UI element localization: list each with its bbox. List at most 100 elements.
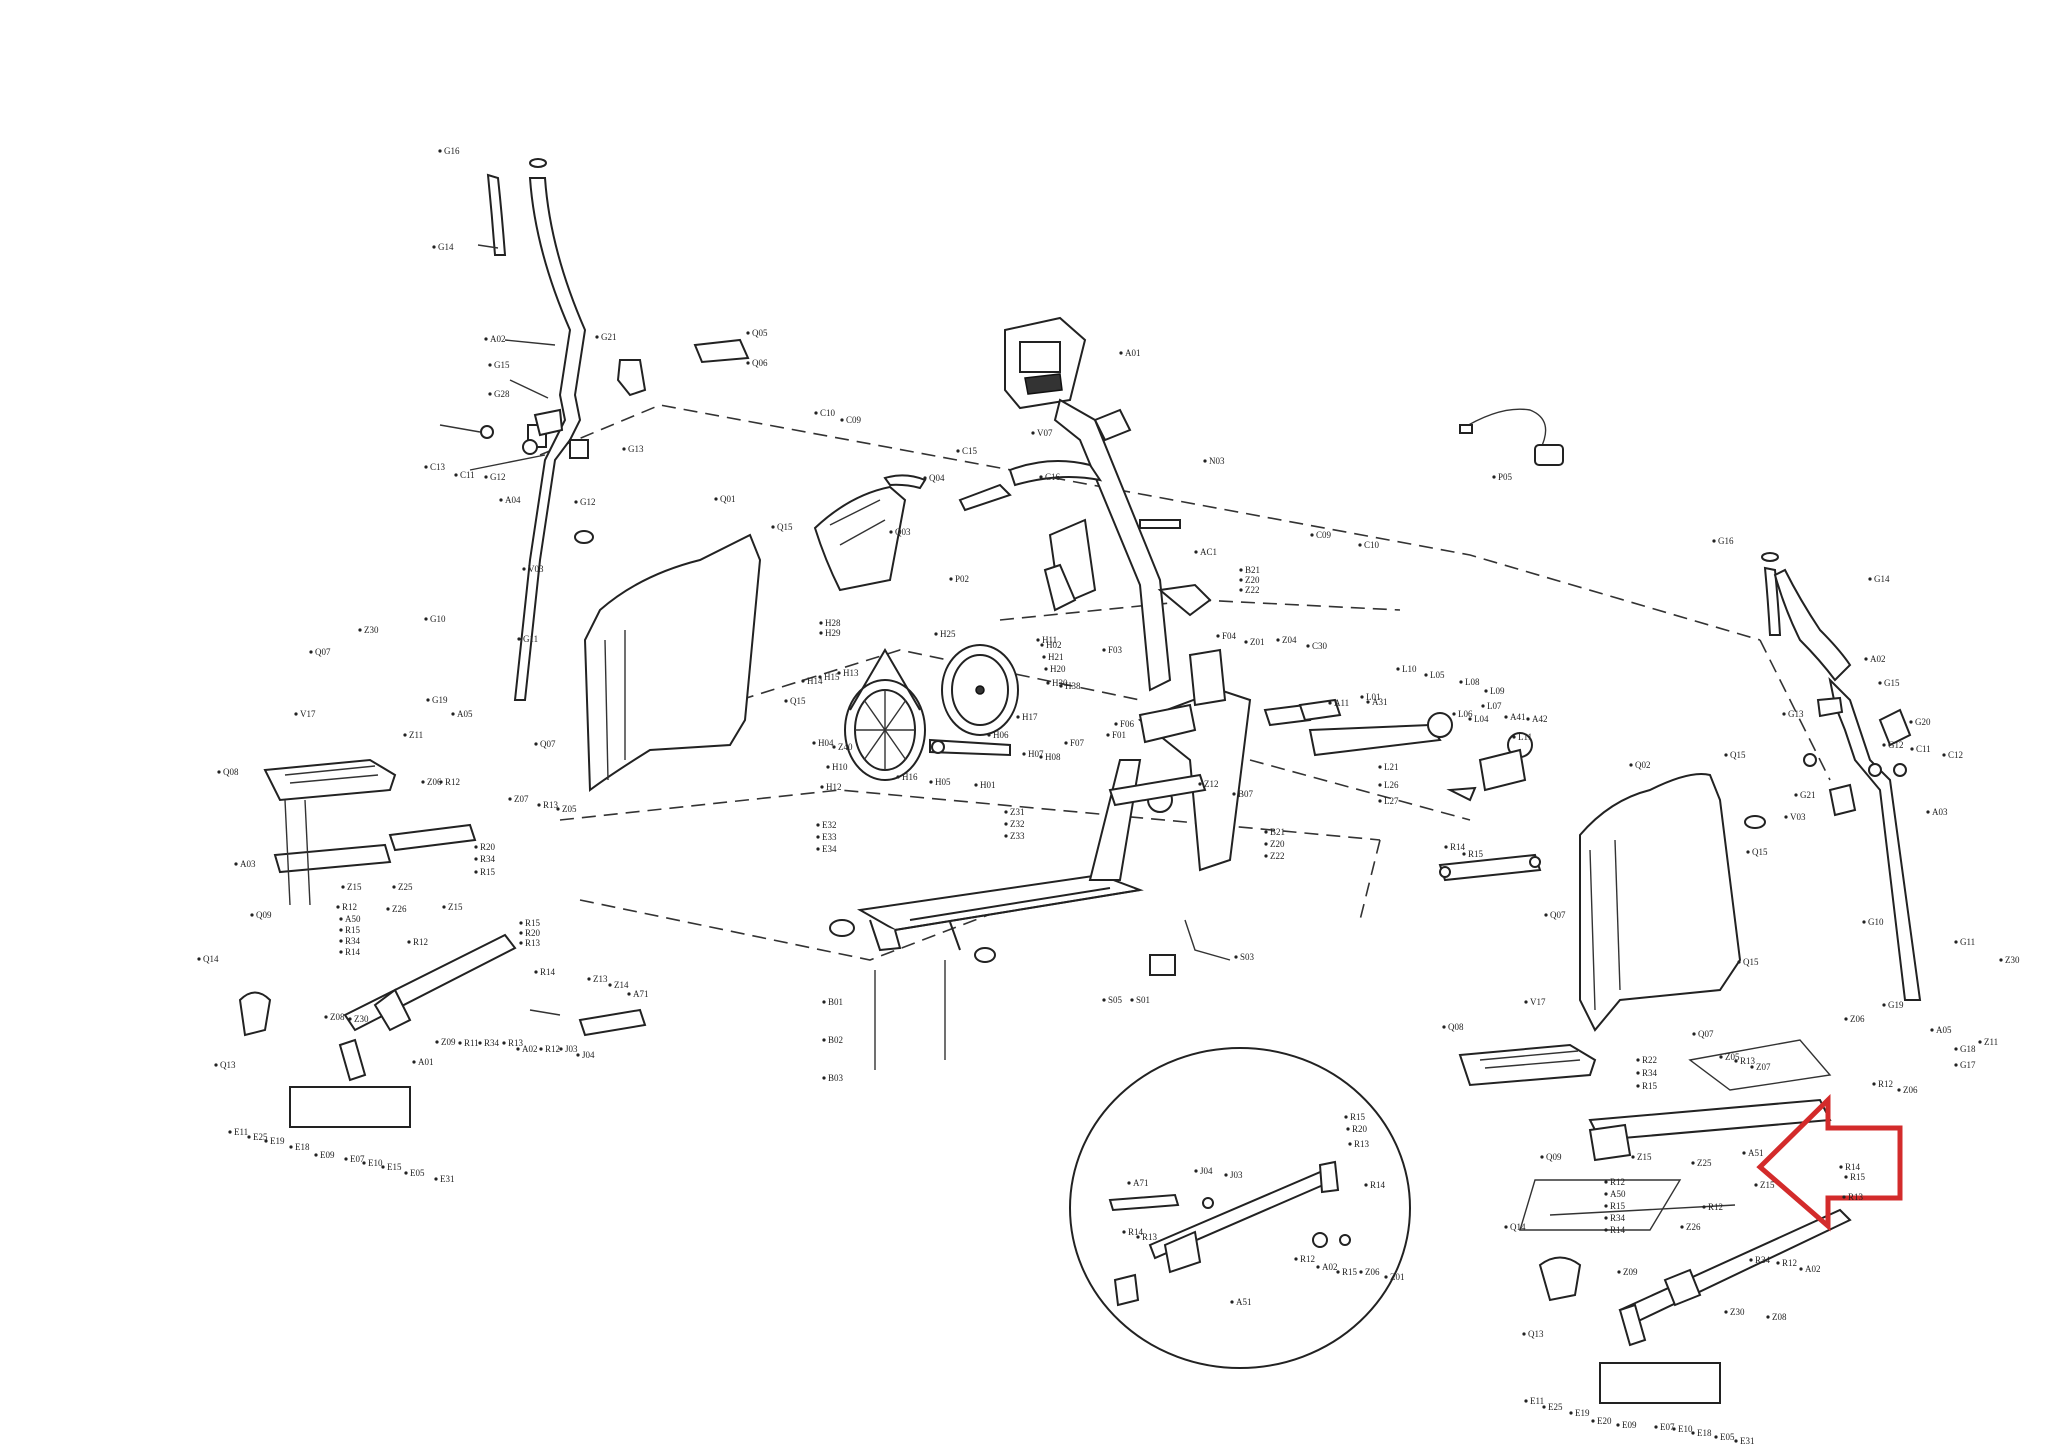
label-marker-dot [412, 1060, 416, 1064]
label-marker-dot [1462, 852, 1466, 856]
label-marker-dot [426, 698, 430, 702]
label-marker-dot [362, 1161, 366, 1165]
label-marker-dot [1468, 717, 1472, 721]
label-marker-dot [1839, 1165, 1843, 1169]
label-marker-dot [1604, 1228, 1608, 1232]
label-marker-dot [1046, 681, 1050, 685]
part-label-d-z06: Z06 [1365, 1267, 1380, 1277]
part-label-f07: F07 [1070, 738, 1085, 748]
label-marker-dot [1636, 1084, 1640, 1088]
label-marker-dot [522, 567, 526, 571]
label-marker-dot [1897, 1088, 1901, 1092]
label-marker-dot [1130, 998, 1134, 1002]
label-marker-dot [1022, 752, 1026, 756]
label-marker-dot [1294, 1257, 1298, 1261]
part-label-d-z01: Z01 [1390, 1272, 1405, 1282]
label-marker-dot [574, 500, 578, 504]
part-label-b01: B01 [828, 997, 843, 1007]
label-marker-dot [1264, 830, 1268, 834]
label-marker-dot [1276, 638, 1280, 642]
part-label-r12-b: R12 [342, 902, 357, 912]
part-label-d-r12: R12 [1300, 1254, 1315, 1264]
main-frame [829, 648, 1252, 1070]
part-label-e31: E31 [440, 1174, 455, 1184]
right-pedal-assembly [1458, 1039, 1852, 1404]
part-label-z40: Z40 [838, 742, 853, 752]
part-label-q09-left: Q09 [256, 910, 272, 920]
part-label-q09-r: Q09 [1546, 1152, 1562, 1162]
label-marker-dot [1691, 1431, 1695, 1435]
part-label-r22: R22 [1642, 1055, 1657, 1065]
front-cover-q03 [813, 474, 927, 592]
part-label-v03: V03 [528, 564, 544, 574]
label-marker-dot [1636, 1071, 1640, 1075]
part-label-r34-c: R34 [484, 1038, 500, 1048]
label-marker-dot [820, 785, 824, 789]
part-label-z06-r: Z06 [1850, 1014, 1865, 1024]
label-marker-dot [1102, 648, 1106, 652]
part-label-r15-c: R15 [525, 918, 541, 928]
part-label-a03-left: A03 [240, 859, 256, 869]
part-label-c12: C12 [1948, 750, 1963, 760]
part-label-e18: E18 [295, 1142, 310, 1152]
label-marker-dot [1734, 1439, 1738, 1443]
label-marker-dot [1016, 715, 1020, 719]
label-marker-dot [1366, 700, 1370, 704]
label-marker-dot [508, 797, 512, 801]
part-label-a04: A04 [505, 495, 521, 505]
label-marker-dot [784, 699, 788, 703]
part-label-z30-rb: Z30 [1730, 1307, 1745, 1317]
part-label-e31-r: E31 [1740, 1436, 1755, 1446]
part-label-q08-right: Q08 [1448, 1022, 1464, 1032]
label-marker-dot [421, 780, 425, 784]
label-marker-dot [348, 1017, 352, 1021]
part-label-e11: E11 [234, 1127, 248, 1137]
part-label-c09-a: C09 [846, 415, 862, 425]
label-marker-dot [1127, 1181, 1131, 1185]
part-label-g16-right: G16 [1718, 536, 1734, 546]
label-marker-dot [1239, 578, 1243, 582]
part-label-j03: J03 [565, 1044, 578, 1054]
label-marker-dot [1604, 1180, 1608, 1184]
part-label-l08: L08 [1465, 677, 1480, 687]
part-label-e05: E05 [410, 1168, 425, 1178]
part-label-s05: S05 [1108, 995, 1123, 1005]
part-label-e09: E09 [320, 1150, 335, 1160]
label-marker-dot [1878, 681, 1882, 685]
part-label-g12-right: G12 [1888, 740, 1904, 750]
part-label-l27: L27 [1384, 796, 1399, 806]
label-marker-dot [819, 621, 823, 625]
label-marker-dot [1978, 1040, 1982, 1044]
label-marker-dot [1724, 1310, 1728, 1314]
part-label-q15-b: Q15 [790, 696, 806, 706]
label-marker-dot [1524, 1000, 1528, 1004]
label-marker-dot [822, 1038, 826, 1042]
label-marker-dot [840, 418, 844, 422]
part-label-z15-a: Z15 [347, 882, 362, 892]
label-marker-dot [1680, 1225, 1684, 1229]
label-marker-dot [819, 631, 823, 635]
label-marker-dot [1119, 351, 1123, 355]
part-label-z26-r: Z26 [1686, 1222, 1701, 1232]
label-marker-dot [587, 977, 591, 981]
part-label-l05: L05 [1430, 670, 1445, 680]
label-marker-dot [622, 447, 626, 451]
label-marker-dot [517, 637, 521, 641]
part-label-h06: H06 [993, 730, 1009, 740]
label-marker-dot [1784, 815, 1788, 819]
label-marker-dot [1734, 1059, 1738, 1063]
label-marker-dot [1344, 1115, 1348, 1119]
part-label-z09-r: Z09 [1623, 1267, 1638, 1277]
part-label-f03: F03 [1108, 645, 1123, 655]
part-label-g10-left: G10 [430, 614, 446, 624]
part-label-r12-rb: R12 [1610, 1177, 1625, 1187]
part-label-r34-rc: R34 [1755, 1255, 1771, 1265]
part-label-l21: L21 [1384, 762, 1399, 772]
label-marker-dot [826, 765, 830, 769]
part-label-e25: E25 [253, 1132, 268, 1142]
part-label-a02-rb: A02 [1805, 1264, 1821, 1274]
label-marker-dot [534, 970, 538, 974]
part-label-r34b: R34 [345, 936, 361, 946]
part-label-h20: H20 [1050, 664, 1066, 674]
label-marker-dot [1954, 1063, 1958, 1067]
